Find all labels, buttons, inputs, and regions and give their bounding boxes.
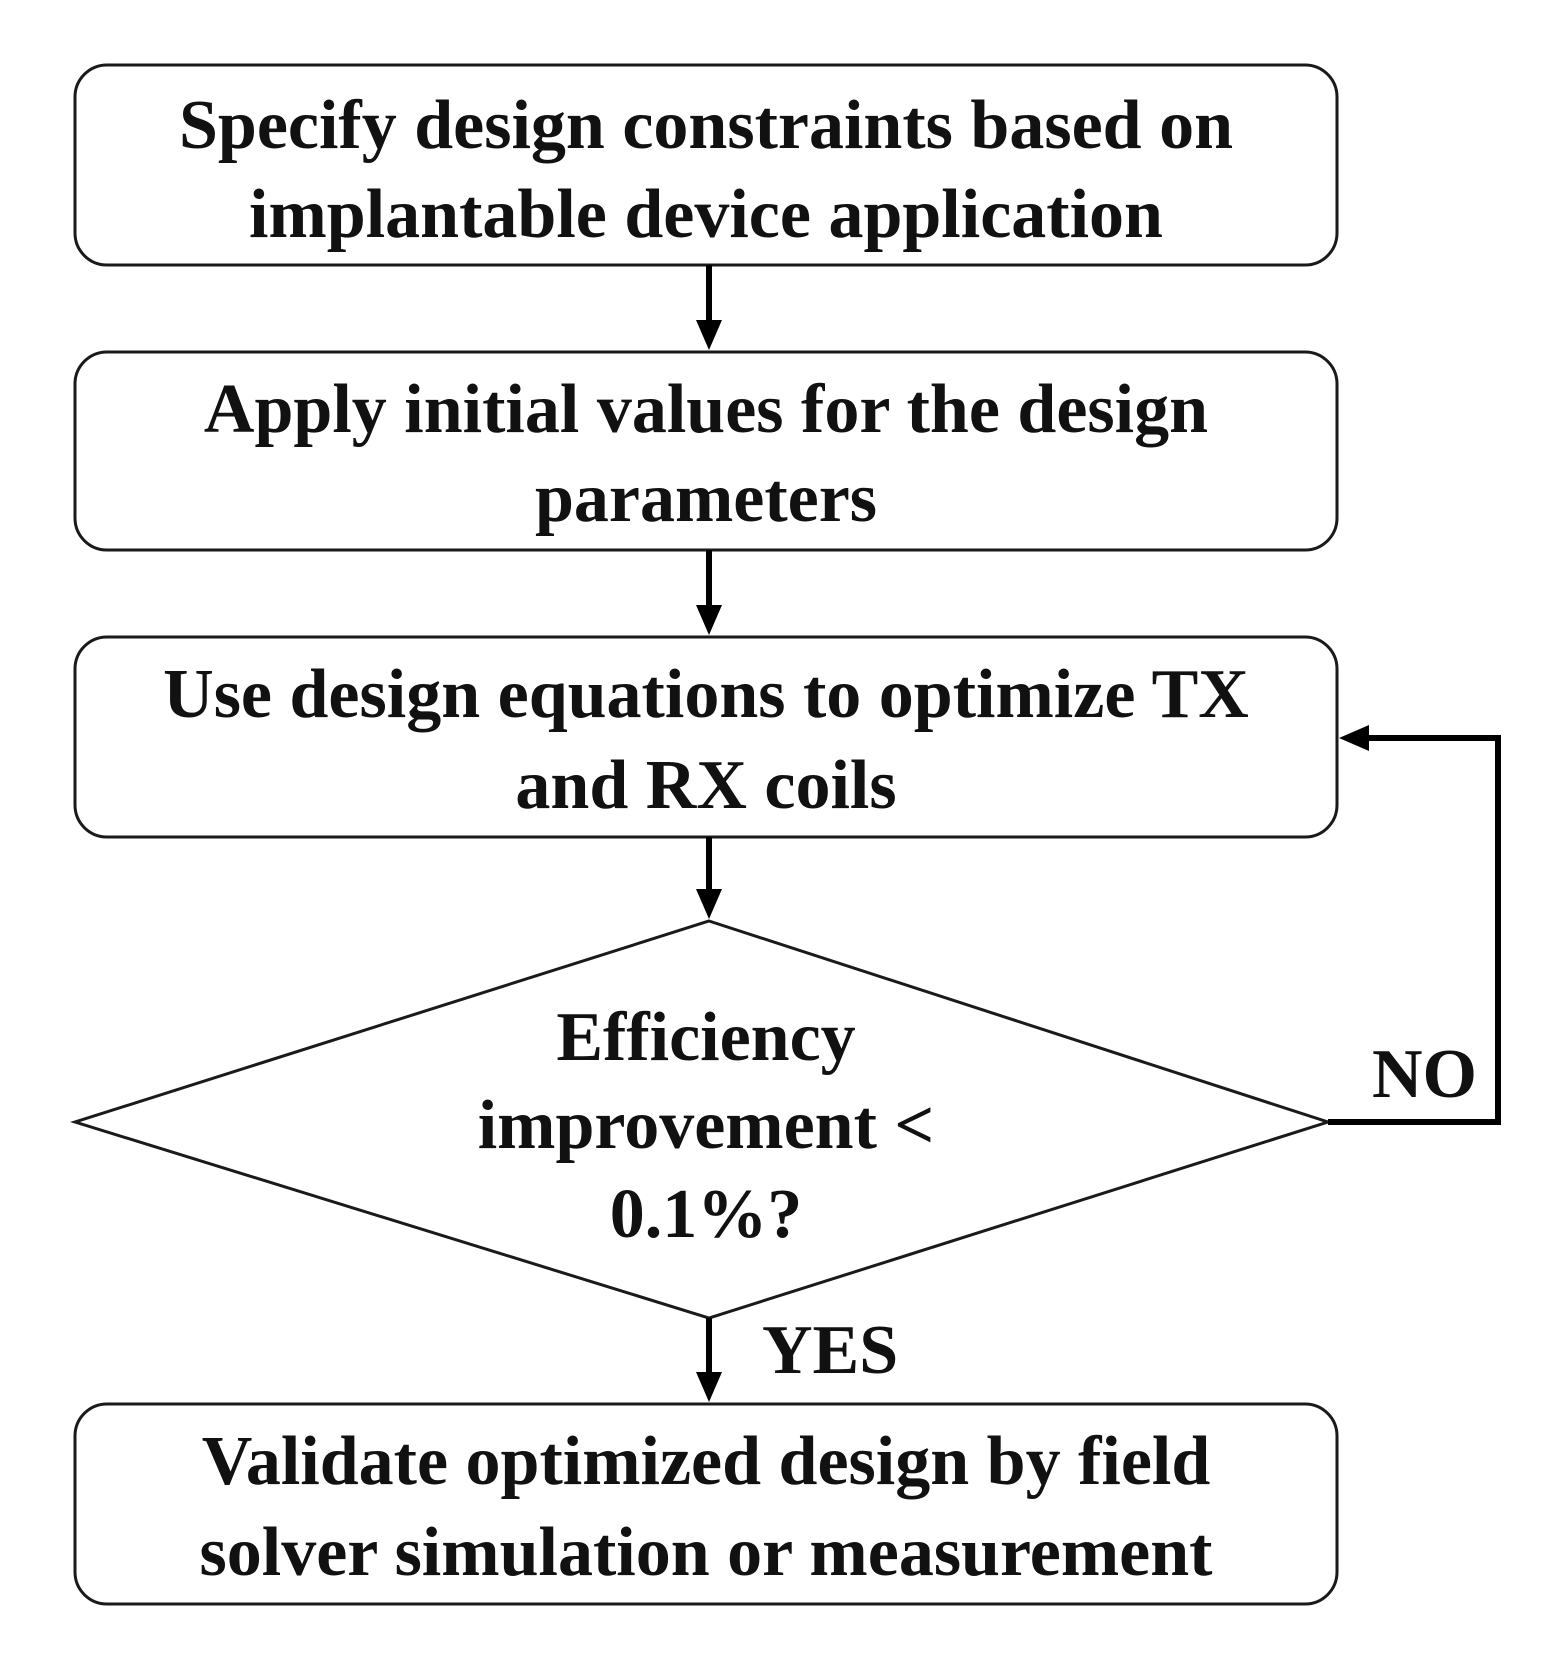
node-specify-line-1: Specify design constraints based on: [179, 87, 1233, 164]
edge-apply-to-optimize: [696, 550, 722, 635]
node-decision-line-2: improvement <: [478, 1087, 935, 1164]
node-validate-design: Validate optimized design by field solve…: [73, 1402, 1339, 1606]
node-validate-box: [73, 1402, 1339, 1606]
arrowhead-down-icon: [696, 889, 722, 919]
node-specify-line-2: implantable device application: [249, 176, 1163, 253]
node-apply-initial-values: Apply initial values for the design para…: [73, 350, 1339, 552]
node-decision-line-1: Efficiency: [556, 999, 855, 1076]
edge-optimize-to-decision: [696, 837, 722, 919]
node-apply-line-2: parameters: [535, 460, 877, 537]
node-optimize-coils: Use design equations to optimize TX and …: [73, 635, 1339, 839]
edge-label-no: NO: [1372, 1036, 1477, 1113]
arrowhead-left-icon: [1339, 725, 1369, 751]
node-validate-line-2: solver simulation or measurement: [200, 1514, 1213, 1591]
arrowhead-down-icon: [696, 1372, 722, 1402]
node-optimize-line-2: and RX coils: [515, 747, 896, 824]
edge-decision-to-optimize-loop: NO: [1328, 725, 1501, 1125]
node-decision-efficiency: Efficiency improvement < 0.1%?: [69, 919, 1333, 1320]
edge-label-yes: YES: [762, 1312, 898, 1389]
edge-decision-to-validate: YES: [696, 1312, 898, 1402]
node-specify-constraints: Specify design constraints based on impl…: [73, 63, 1339, 267]
node-validate-line-1: Validate optimized design by field: [202, 1423, 1211, 1500]
arrowhead-down-icon: [696, 320, 722, 350]
edge-no-loop-line: [1328, 735, 1501, 1125]
node-optimize-line-1: Use design equations to optimize TX: [163, 656, 1249, 733]
node-decision-line-3: 0.1%?: [610, 1176, 803, 1253]
node-apply-line-1: Apply initial values for the design: [204, 371, 1208, 448]
edge-specify-to-apply: [696, 265, 722, 350]
arrowhead-down-icon: [696, 605, 722, 635]
